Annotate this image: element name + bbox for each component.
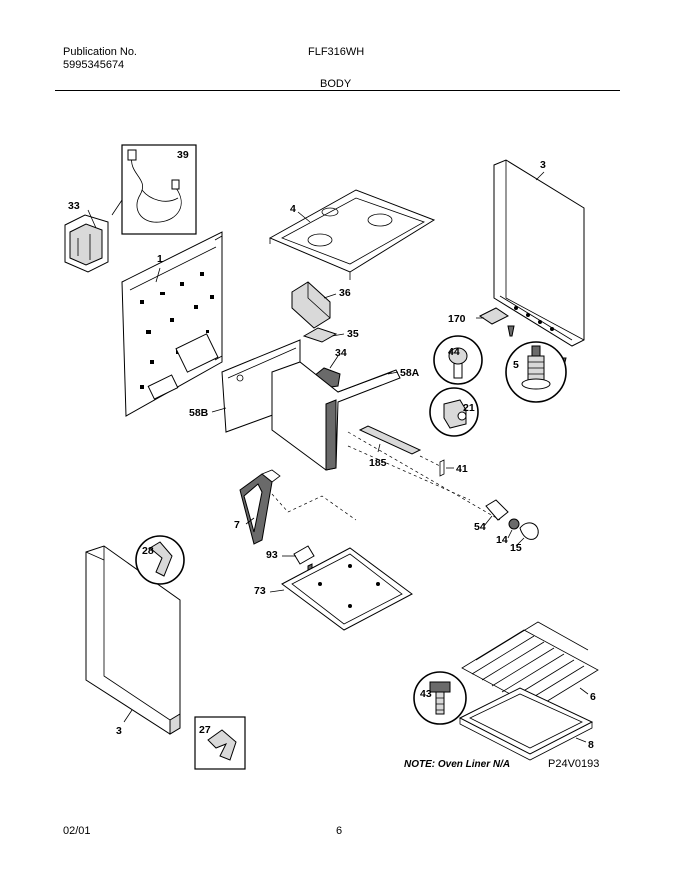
label-39: 39 xyxy=(177,149,189,161)
assembly-line-d xyxy=(419,455,441,467)
section-title: BODY xyxy=(320,78,352,90)
part-35-plate xyxy=(302,327,338,343)
assembly-line-b xyxy=(347,445,471,501)
part-36-bracket xyxy=(291,281,331,329)
part-8-oven-liner xyxy=(458,687,594,761)
label-44: 44 xyxy=(448,346,460,358)
publication-label: Publication No. xyxy=(63,46,137,58)
publication-number: 5995345674 xyxy=(63,59,125,71)
part-185-rod xyxy=(358,425,422,455)
part-28-callout xyxy=(135,535,185,585)
drawing-code: P24V0193 xyxy=(548,758,599,770)
label-21: 21 xyxy=(463,402,475,414)
part-43-callout xyxy=(413,671,467,725)
label-58B: 58B xyxy=(189,407,209,419)
label-1: 1 xyxy=(157,253,163,265)
part-3-side-panel xyxy=(493,159,585,347)
part-33-bracket xyxy=(64,214,109,273)
part-21-callout xyxy=(429,387,479,437)
label-36: 36 xyxy=(339,287,351,299)
assembly-line-c xyxy=(271,493,357,521)
footer-page-number: 6 xyxy=(336,825,343,837)
label-93: 93 xyxy=(266,549,278,561)
label-3-top: 3 xyxy=(540,159,546,171)
label-41: 41 xyxy=(456,463,468,475)
label-27: 27 xyxy=(199,724,211,736)
label-43: 43 xyxy=(420,688,432,700)
header-rule xyxy=(55,90,620,91)
part-41-clip xyxy=(439,459,445,477)
part-44-callout xyxy=(433,335,483,385)
part-27-callout xyxy=(194,716,246,770)
label-185: 185 xyxy=(369,457,387,469)
part-3-lower-panel xyxy=(85,545,181,735)
label-8: 8 xyxy=(588,739,594,751)
footer-date: 02/01 xyxy=(63,825,91,837)
part-14-washer xyxy=(508,518,520,530)
label-58A: 58A xyxy=(400,367,420,379)
part-54-bracket xyxy=(485,499,509,521)
part-58A-frame xyxy=(271,361,401,471)
part-labels: 39 33 1 4 3 36 35 34 58A 58B 170 44 5 21… xyxy=(68,149,596,751)
label-4: 4 xyxy=(290,203,296,215)
label-5: 5 xyxy=(513,359,519,371)
label-73: 73 xyxy=(254,585,266,597)
part-15-knob xyxy=(519,522,539,540)
oven-liner-note: NOTE: Oven Liner N/A xyxy=(404,759,510,770)
label-15: 15 xyxy=(510,542,522,554)
part-39-wire-harness xyxy=(111,144,197,235)
part-1-back-panel xyxy=(121,231,223,417)
label-54: 54 xyxy=(474,521,486,533)
model-number: FLF316WH xyxy=(308,46,365,58)
part-73-bottom-panel xyxy=(281,547,413,631)
assembly-line-a xyxy=(347,431,501,521)
label-28: 28 xyxy=(142,545,154,557)
label-7: 7 xyxy=(234,519,240,531)
label-170: 170 xyxy=(448,313,466,325)
leader-lines xyxy=(87,171,589,743)
label-34: 34 xyxy=(335,347,347,359)
label-35: 35 xyxy=(347,328,359,340)
label-6: 6 xyxy=(590,691,596,703)
label-14: 14 xyxy=(496,534,508,546)
part-4-top-panel xyxy=(268,189,436,280)
part-5-callout xyxy=(505,341,567,403)
label-3-bottom: 3 xyxy=(116,725,122,737)
part-7-bracket xyxy=(239,469,281,545)
label-33: 33 xyxy=(68,200,80,212)
